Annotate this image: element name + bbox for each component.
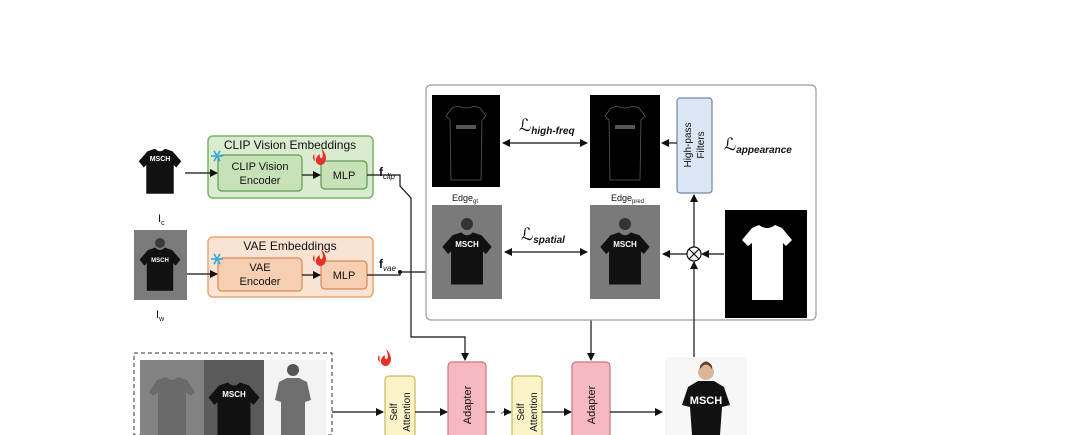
f-clip-label: fclip: [379, 165, 396, 181]
edge-pred-image: [590, 95, 660, 188]
clip-encoder: [217, 154, 303, 192]
f-vae-label: fvae: [379, 257, 396, 273]
worn-label: Iw: [156, 309, 165, 323]
clip-block-title: CLIP Vision Embeddings: [224, 138, 356, 152]
adapter-block-1: [447, 361, 487, 435]
gt-shirt-text: MSCH: [455, 240, 479, 249]
self-attention-label-3: Self: [516, 403, 527, 420]
loss-appearance-label: ℒappearance: [724, 135, 792, 156]
vae-encoder-label-1: VAE: [249, 262, 270, 274]
flame-icon: [377, 349, 391, 366]
self-attention-block-2: [511, 375, 543, 435]
self-attention-block-1: [384, 375, 416, 435]
reference-shirt-text: MSCH: [222, 390, 246, 399]
garment-shirt-text: MSCH: [150, 156, 171, 163]
loss-high-freq-label: ℒhigh-freq: [519, 116, 575, 137]
self-attention-label-4: Attention: [529, 392, 540, 431]
adapter-label-2: Adapter: [586, 385, 598, 424]
adapter-block-2: [571, 361, 611, 435]
self-attention-label-1: Self: [389, 403, 400, 420]
vae-block-title: VAE Embeddings: [243, 239, 336, 253]
clip-mlp-label: MLP: [333, 170, 356, 182]
reference-images-box: [133, 352, 333, 435]
high-pass-label-1: High-pass: [683, 122, 694, 167]
worn-shirt-text: MSCH: [151, 258, 169, 264]
edge-pred-label: Edgepred: [611, 193, 644, 205]
edge-gt-image: [432, 95, 500, 187]
clip-encoder-label-2: Encoder: [240, 175, 281, 187]
high-pass-filters: [676, 97, 713, 194]
high-pass-label-2: Filters: [696, 131, 707, 158]
garment-image: MSCH: [138, 148, 182, 194]
adapter-label-1: Adapter: [462, 385, 474, 424]
garment-label: Ic: [158, 213, 165, 227]
pred-shirt-text: MSCH: [613, 240, 637, 249]
loss-spatial-label: ℒspatial: [521, 225, 565, 246]
clip-encoder-label-1: CLIP Vision: [231, 161, 288, 173]
edge-gt-label: Edgegt: [452, 193, 478, 205]
self-attention-label-2: Attention: [402, 392, 413, 431]
output-shirt-text: MSCH: [690, 395, 722, 407]
worn-image: MSCH: [134, 230, 187, 300]
vae-mlp-label: MLP: [333, 270, 356, 282]
vae-encoder-label-2: Encoder: [240, 276, 281, 288]
